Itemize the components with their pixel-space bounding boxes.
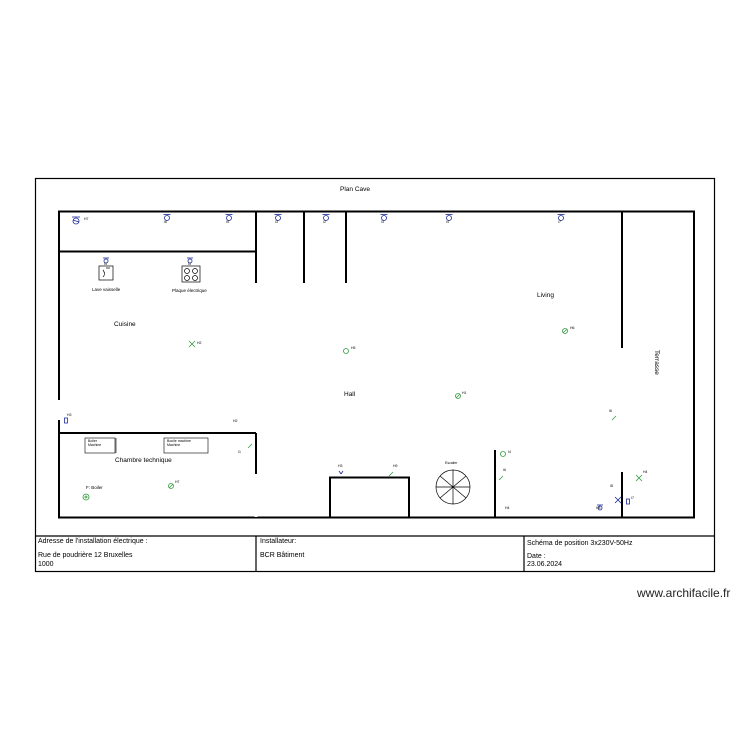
symbol-code: I3: [381, 220, 384, 224]
room-label-terrasse: Terrasse: [653, 350, 660, 375]
symbol-code: H4: [505, 506, 510, 510]
symbol-code: I8: [610, 484, 613, 488]
cooktop-icon: [181, 265, 201, 283]
symbol-code: H3: [338, 464, 343, 468]
symbol-code: I5: [226, 220, 229, 224]
date-value: 23.06.2024: [527, 561, 563, 568]
dishwasher-icon: [98, 265, 114, 281]
symbol-code: H4: [643, 470, 648, 474]
machine-panels: [84, 437, 209, 454]
label-dishwasher: Lave vaisselle: [92, 287, 121, 292]
symbol-code: I6: [164, 220, 167, 224]
address-line1: Rue de poudrière 12 Bruxelles: [38, 552, 133, 559]
walls: [58, 210, 695, 519]
label-stairs: Escalier: [445, 461, 458, 465]
symbol-code: I3: [188, 262, 191, 266]
symbol-code: H5: [351, 346, 356, 350]
address-label: Adresse de l'installation électrique :: [38, 538, 148, 545]
symbol-code: I4: [508, 450, 511, 454]
symbol-code: I4: [446, 220, 449, 224]
symbol-code: H3: [67, 413, 72, 417]
symbol-code: H2: [197, 341, 202, 345]
symbol-code: H6: [570, 326, 575, 330]
label-machine1: Boiler Machine: [88, 439, 102, 447]
symbol-code: I3: [275, 220, 278, 224]
address-line2: 1000: [38, 561, 54, 568]
date-label: Date :: [527, 553, 546, 560]
symbol-code: I4: [104, 262, 107, 266]
label-machine2: Boulie machine Machine: [167, 439, 191, 447]
installer-label: Installateur:: [260, 538, 297, 545]
symbol-code: H7: [175, 480, 180, 484]
openings: [57, 400, 258, 517]
watermark: www.archifacile.fr: [637, 586, 731, 600]
outer-frame: [34, 177, 716, 573]
symbol-code: H2: [233, 419, 238, 423]
room-label-living: Living: [537, 292, 554, 299]
symbol-code: I7: [558, 220, 561, 224]
symbol-code: I2: [323, 220, 326, 224]
socket-symbols: [82, 328, 643, 501]
installer-value: BCR Bâtiment: [260, 552, 305, 559]
symbol-code: I1: [238, 450, 241, 454]
symbol-code: I7: [631, 496, 634, 500]
symbol-code: H7: [84, 217, 89, 221]
schema-label: Schéma de position 3x230V-50Hz: [527, 540, 633, 547]
label-boiler: F: Boiler: [86, 485, 103, 490]
symbol-code: I6: [609, 409, 612, 413]
wall-light-symbols: [64, 214, 630, 511]
spiral-stair: [435, 469, 471, 505]
symbol-code: H1: [462, 391, 467, 395]
symbol-code: I6: [503, 468, 506, 472]
cartouche-lines: [35, 535, 715, 572]
plan-title: Plan Cave: [340, 186, 370, 193]
room-label-hall: Hall: [344, 391, 356, 398]
room-label-cuisine: Cuisine: [114, 321, 136, 328]
symbol-code: H8: [596, 506, 601, 510]
room-label-chambre: Chambre technique: [115, 457, 172, 464]
symbol-code: H9: [393, 464, 398, 468]
label-cooktop: Plaque électrique: [172, 288, 207, 293]
